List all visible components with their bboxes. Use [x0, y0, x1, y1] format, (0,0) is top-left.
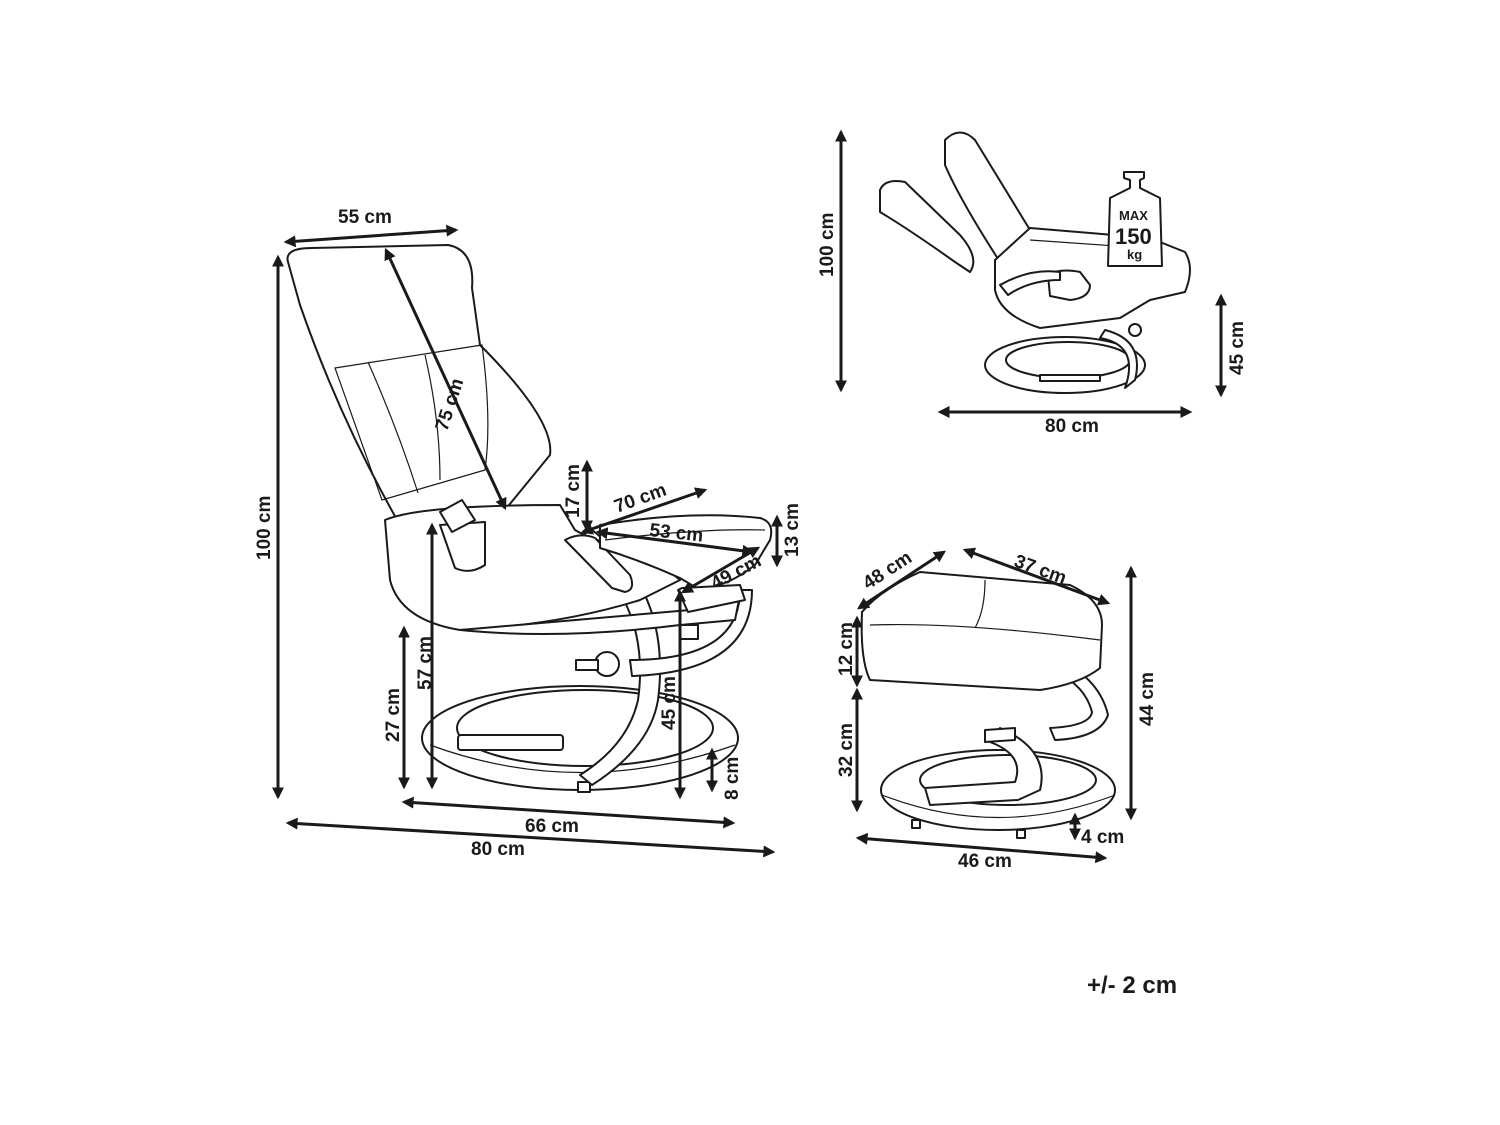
label-chair-front-height: 13 cm [782, 503, 803, 557]
label-chair-seat-floor: 27 cm [383, 688, 404, 742]
remote-pocket [439, 521, 486, 572]
ottoman-cushion [860, 571, 1103, 691]
label-chair-arm-floor: 57 cm [415, 636, 436, 690]
label-chair-seat-height: 45 cm [659, 676, 680, 730]
ottoman-drawing [860, 571, 1116, 839]
label-chair-total-height: 100 cm [254, 496, 275, 560]
label-chair-arm-height: 17 cm [563, 464, 584, 518]
max-weight-badge: MAX 150 kg [1107, 171, 1163, 267]
label-recline-length: 80 cm [1045, 416, 1099, 437]
reclined-chair-dimensions: 100 cm 45 cm 80 cm [817, 129, 1248, 437]
label-recline-seat-height: 45 cm [1227, 321, 1248, 375]
label-chair-base-height: 8 cm [722, 757, 743, 800]
reclined-chair-drawing: MAX 150 kg [879, 131, 1191, 394]
label-ottoman-height: 44 cm [1137, 672, 1158, 726]
label-recline-height: 100 cm [817, 213, 838, 277]
label-ottoman-base-gap: 4 cm [1081, 827, 1124, 848]
badge-unit: kg [1127, 247, 1142, 262]
label-ottoman-leg: 32 cm [836, 723, 857, 777]
chair-dimensions [272, 224, 783, 858]
tolerance-note: +/- 2 cm [1087, 972, 1178, 999]
badge-title: MAX [1119, 208, 1148, 223]
label-chair-total-depth: 80 cm [471, 839, 525, 860]
label-ottoman-cushion: 12 cm [836, 622, 857, 676]
badge-value: 150 [1115, 224, 1152, 249]
chair-backrest [286, 244, 552, 526]
chair-drawing [286, 244, 773, 793]
label-chair-base-depth: 66 cm [525, 816, 579, 837]
chair-armrest [564, 534, 634, 593]
label-ottoman-base-width: 46 cm [958, 851, 1012, 872]
label-chair-width-top: 55 cm [338, 207, 392, 228]
